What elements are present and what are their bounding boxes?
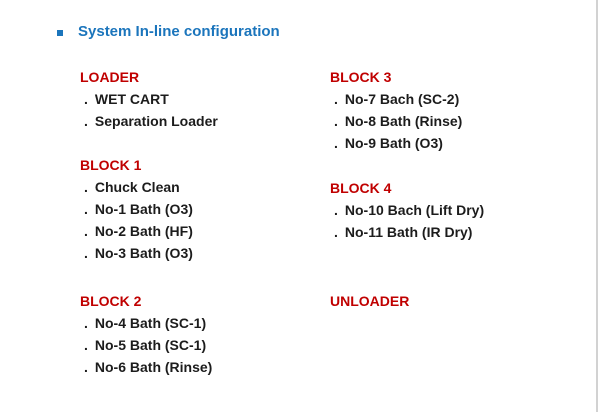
title-bullet-square-icon (57, 30, 63, 36)
list-item: . No-4 Bath (SC-1) (80, 312, 212, 334)
list-item-label: No-10 Bach (Lift Dry) (344, 202, 485, 218)
section-loader: LOADER . WET CART . Separation Loader (80, 66, 218, 132)
section-title: BLOCK 4 (330, 180, 392, 196)
item-bullet: . (84, 359, 88, 375)
list-item: . No-1 Bath (O3) (80, 198, 193, 220)
section-block-4: BLOCK 4 . No-10 Bach (Lift Dry) . No-11 Ba… (330, 177, 484, 243)
list-item-label: No-1 Bath (O3) (94, 201, 193, 217)
slide-title: System In-line configuration (78, 23, 280, 40)
list-item: . No-6 Bath (Rinse) (80, 356, 212, 378)
list-item: . No-3 Bath (O3) (80, 242, 193, 264)
item-bullet: . (84, 91, 88, 107)
item-bullet: . (334, 91, 338, 107)
list-item-label: No-3 Bath (O3) (94, 245, 193, 261)
list-item: . WET CART (80, 88, 218, 110)
item-bullet: . (334, 224, 338, 240)
list-item: . No-8 Bath (Rinse) (330, 110, 462, 132)
list-item-label: Separation Loader (94, 113, 218, 129)
page-edge-line (596, 0, 598, 412)
list-item-label: WET CART (94, 91, 169, 107)
section-title: BLOCK 3 (330, 69, 392, 85)
list-item: . No-9 Bath (O3) (330, 132, 462, 154)
item-bullet: . (334, 113, 338, 129)
section-title: BLOCK 2 (80, 293, 142, 309)
list-item-label: No-9 Bath (O3) (344, 135, 443, 151)
item-bullet: . (334, 202, 338, 218)
list-item: . No-5 Bath (SC-1) (80, 334, 212, 356)
item-bullet: . (84, 223, 88, 239)
item-bullet: . (334, 135, 338, 151)
list-item: . No-2 Bath (HF) (80, 220, 193, 242)
list-item-label: No-8 Bath (Rinse) (344, 113, 463, 129)
item-bullet: . (84, 201, 88, 217)
list-item-label: Chuck Clean (94, 179, 180, 195)
section-title: BLOCK 1 (80, 157, 142, 173)
section-unloader: UNLOADER (330, 290, 409, 312)
item-bullet: . (84, 337, 88, 353)
list-item-label: No-7 Bach (SC-2) (344, 91, 460, 107)
list-item-label: No-6 Bath (Rinse) (94, 359, 213, 375)
section-block-2: BLOCK 2 . No-4 Bath (SC-1) . No-5 Bath (SC… (80, 290, 212, 378)
item-bullet: . (84, 179, 88, 195)
section-title: UNLOADER (330, 293, 410, 309)
list-item-label: No-5 Bath (SC-1) (94, 337, 207, 353)
list-item: . No-11 Bath (IR Dry) (330, 221, 484, 243)
list-item: . No-10 Bach (Lift Dry) (330, 199, 484, 221)
list-item-label: No-2 Bath (HF) (94, 223, 193, 239)
list-item-label: No-4 Bath (SC-1) (94, 315, 207, 331)
item-bullet: . (84, 245, 88, 261)
list-item: . Chuck Clean (80, 176, 193, 198)
item-bullet: . (84, 315, 88, 331)
list-item-label: No-11 Bath (IR Dry) (344, 224, 473, 240)
item-bullet: . (84, 113, 88, 129)
section-title: LOADER (80, 69, 140, 85)
list-item: . Separation Loader (80, 110, 218, 132)
list-item: . No-7 Bach (SC-2) (330, 88, 462, 110)
section-block-3: BLOCK 3 . No-7 Bach (SC-2) . No-8 Bath (Ri… (330, 66, 462, 154)
section-block-1: BLOCK 1 . Chuck Clean . No-1 Bath (O3) . No… (80, 154, 193, 264)
